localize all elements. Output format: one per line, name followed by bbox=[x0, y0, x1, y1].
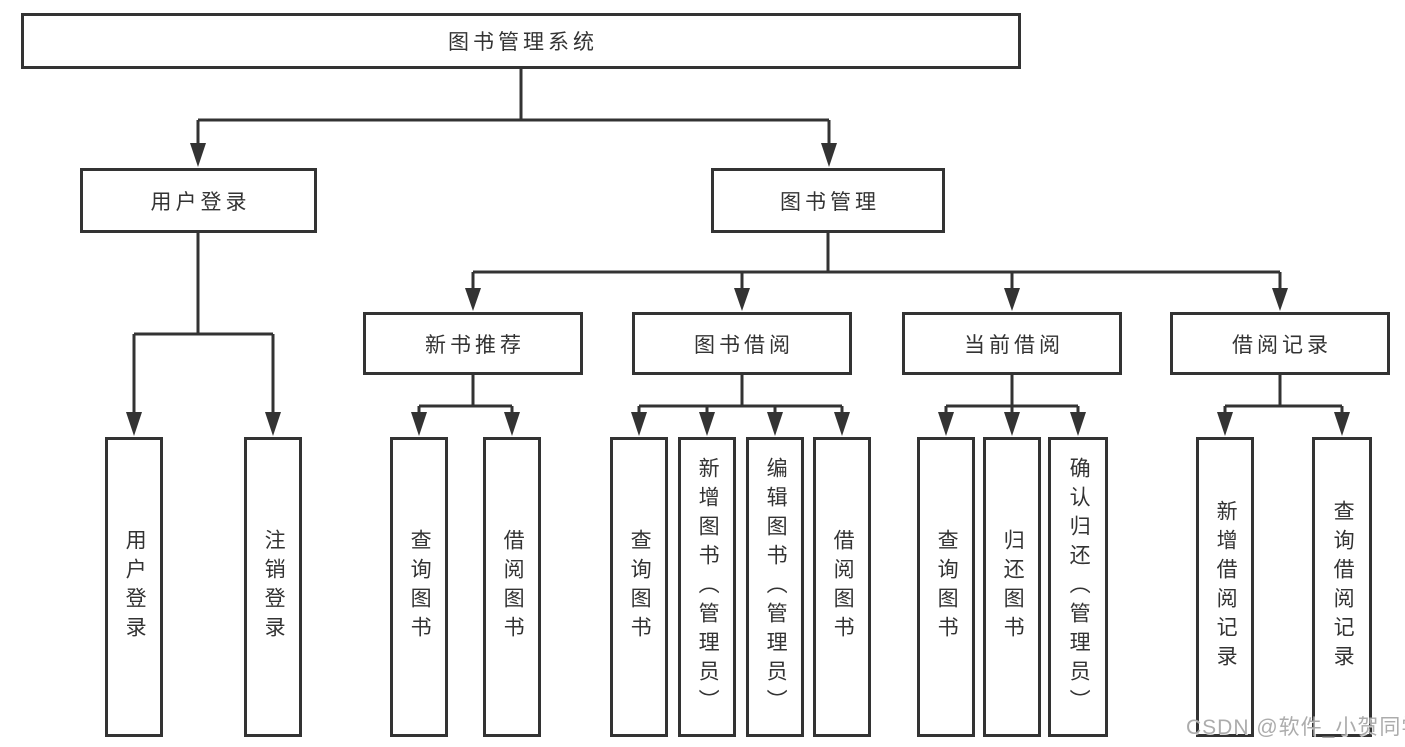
node-borrow-records: 借阅记录 bbox=[1170, 312, 1390, 375]
leaf-recommend-borrow-book: 借阅图书 bbox=[483, 437, 541, 737]
leaf-records-query-record: 查询借阅记录 bbox=[1312, 437, 1372, 737]
node-book-management: 图书管理 bbox=[711, 168, 945, 233]
leaf-borrow-edit-book: 编辑图书（管理员） bbox=[746, 437, 804, 737]
node-label: 编辑图书（管理员） bbox=[764, 456, 788, 718]
node-label: 新书推荐 bbox=[425, 333, 525, 357]
node-label: 用户登录 bbox=[123, 529, 147, 645]
node-new-book-recommend: 新书推荐 bbox=[363, 312, 583, 375]
node-label: 新增借阅记录 bbox=[1214, 500, 1238, 674]
leaf-current-query-book: 查询图书 bbox=[917, 437, 975, 737]
node-user-login: 用户登录 bbox=[80, 168, 317, 233]
node-book-borrow: 图书借阅 bbox=[632, 312, 852, 375]
watermark: CSDN @软件_小贺同学 bbox=[1186, 716, 1405, 739]
node-label: 图书管理 bbox=[780, 190, 880, 214]
leaf-borrow-query-book: 查询图书 bbox=[610, 437, 668, 737]
node-label: 当前借阅 bbox=[964, 333, 1064, 357]
node-label: 归还图书 bbox=[1001, 529, 1025, 645]
node-label: 查询图书 bbox=[408, 529, 432, 645]
node-label: 新增图书（管理员） bbox=[696, 456, 720, 718]
node-label: 借阅记录 bbox=[1232, 333, 1332, 357]
node-root: 图书管理系统 bbox=[21, 13, 1021, 69]
node-label: 确认归还（管理员） bbox=[1067, 456, 1091, 718]
node-label: 查询图书 bbox=[935, 529, 959, 645]
node-label: 用户登录 bbox=[150, 190, 251, 214]
node-label: 注销登录 bbox=[262, 529, 286, 645]
leaf-borrow-add-book: 新增图书（管理员） bbox=[678, 437, 736, 737]
node-label: 图书借阅 bbox=[694, 333, 794, 357]
node-label: 借阅图书 bbox=[831, 529, 855, 645]
leaf-borrow-borrow-book: 借阅图书 bbox=[813, 437, 871, 737]
leaf-user-login: 用户登录 bbox=[105, 437, 163, 737]
node-label: 查询图书 bbox=[628, 529, 652, 645]
node-current-borrow: 当前借阅 bbox=[902, 312, 1122, 375]
node-label: 借阅图书 bbox=[501, 529, 525, 645]
leaf-current-return-book: 归还图书 bbox=[983, 437, 1041, 737]
leaf-current-confirm-return: 确认归还（管理员） bbox=[1048, 437, 1108, 737]
node-label: 查询借阅记录 bbox=[1331, 500, 1355, 674]
leaf-records-add-record: 新增借阅记录 bbox=[1196, 437, 1254, 737]
node-label: 图书管理系统 bbox=[448, 31, 598, 54]
leaf-recommend-query-book: 查询图书 bbox=[390, 437, 448, 737]
leaf-logout: 注销登录 bbox=[244, 437, 302, 737]
